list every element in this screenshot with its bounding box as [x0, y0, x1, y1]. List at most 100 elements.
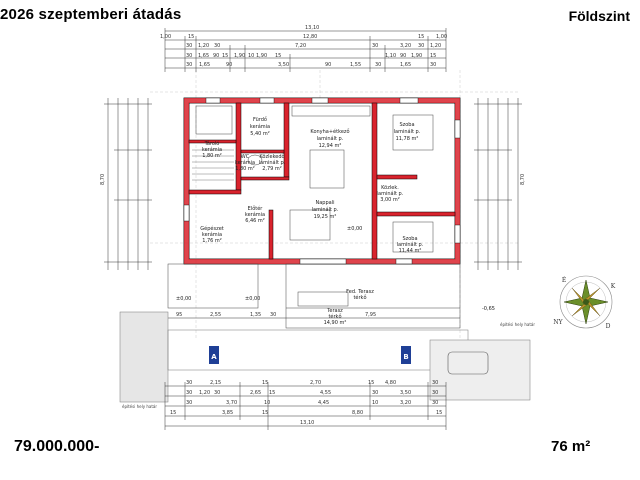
svg-text:30: 30 [186, 400, 192, 406]
svg-text:90: 90 [226, 62, 232, 68]
svg-text:kerámia: kerámia [245, 211, 265, 218]
svg-text:4,45: 4,45 [318, 400, 329, 406]
room-szoba-1: Szoba laminált p. 11,78 m² [394, 122, 421, 142]
svg-text:1,10: 1,10 [385, 53, 396, 59]
svg-text:WC: WC [241, 154, 250, 160]
svg-text:15: 15 [269, 390, 275, 396]
svg-text:Fed. Terasz: Fed. Terasz [346, 289, 374, 295]
compass-north: É [562, 276, 566, 284]
svg-text:laminált p.: laminált p. [377, 190, 404, 197]
svg-text:90: 90 [325, 62, 331, 68]
room-szoba-2: Szoba laminált p. 11,44 m² [397, 236, 424, 254]
svg-text:1,20: 1,20 [199, 390, 210, 396]
dim-top-total: 13,10 [305, 25, 319, 31]
svg-text:térkő: térkő [353, 294, 366, 301]
section-marker-b: B [401, 346, 411, 364]
plot-limit-label-2: építési hely határ [122, 404, 157, 409]
svg-text:7,20: 7,20 [295, 43, 306, 49]
svg-text:3,70: 3,70 [226, 400, 237, 406]
svg-text:30: 30 [186, 43, 192, 49]
svg-text:12,94 m²: 12,94 m² [319, 143, 342, 149]
svg-text:Fürdő: Fürdő [253, 117, 267, 123]
dim-bottom-total: 13,10 [300, 420, 314, 426]
svg-text:15: 15 [430, 53, 436, 59]
svg-text:kerámia: kerámia [202, 146, 222, 153]
room-kozlek: Közlek. laminált p. 3,00 m² [377, 185, 404, 203]
svg-text:7,95: 7,95 [365, 312, 376, 318]
svg-text:1,35: 1,35 [250, 312, 261, 318]
bottom-dimension-lines [165, 385, 446, 427]
svg-text:1,55: 1,55 [350, 62, 361, 68]
svg-text:1,90: 1,90 [411, 53, 422, 59]
svg-text:2,70: 2,70 [310, 380, 321, 386]
svg-text:19,25 m²: 19,25 m² [314, 214, 337, 220]
svg-text:14,90 m²: 14,90 m² [324, 320, 347, 326]
svg-text:1,65: 1,65 [198, 53, 209, 59]
svg-text:30: 30 [375, 62, 381, 68]
svg-text:30: 30 [372, 43, 378, 49]
dim-left-total: 8,70 [100, 174, 106, 185]
svg-text:Tároló: Tároló [204, 140, 220, 147]
svg-text:30: 30 [270, 312, 276, 318]
windows [183, 97, 461, 265]
svg-text:30: 30 [186, 380, 192, 386]
top-ticks [164, 28, 447, 72]
side-dimension-lines [107, 98, 519, 270]
plot-boundaries [119, 311, 531, 403]
svg-text:2,65: 2,65 [250, 390, 261, 396]
svg-text:15: 15 [436, 410, 442, 416]
svg-text:1,20: 1,20 [430, 43, 441, 49]
dim-bottom-row1: 30 2,15 15 2,70 15 4,80 30 [186, 380, 438, 386]
section-marker-a: A [209, 346, 219, 364]
svg-text:3,20: 3,20 [400, 43, 411, 49]
svg-text:Szoba: Szoba [402, 236, 417, 242]
dim-top-row4: 30 1,65 90 3,50 90 1,55 30 1,65 30 [186, 62, 436, 68]
svg-text:kerámia: kerámia [235, 159, 255, 166]
plot-limit-label: építési hely határ [500, 322, 535, 327]
svg-text:A: A [211, 353, 217, 361]
level-mark-entrance: ±0,00 [176, 296, 191, 302]
svg-text:B: B [403, 353, 408, 361]
room-fed-terasz: Fed. Terasz térkő [346, 289, 374, 301]
svg-text:Konyha+étkező: Konyha+étkező [310, 128, 349, 135]
svg-text:90: 90 [213, 53, 219, 59]
top-dimension-lines [165, 30, 446, 69]
svg-text:30: 30 [214, 43, 220, 49]
room-nappali: Nappali laminált p. 19,25 m² [312, 200, 339, 220]
dim-top-row1: 1,00 15 12,80 15 1,00 [160, 34, 447, 40]
svg-text:10: 10 [264, 400, 270, 406]
svg-text:11,78 m²: 11,78 m² [396, 136, 419, 142]
room-wc: WC kerámia 1,80 m² [235, 154, 255, 172]
svg-text:3,50: 3,50 [278, 62, 289, 68]
svg-text:2,15: 2,15 [210, 380, 221, 386]
svg-text:8,80: 8,80 [352, 410, 363, 416]
room-gepeszet: Gépészet kerámia 1,76 m² [200, 225, 224, 244]
dim-bottom-row2: 30 1,20 30 2,65 15 4,55 30 3,50 30 [186, 390, 438, 396]
svg-text:Előtér: Előtér [248, 205, 264, 212]
svg-text:2,79 m²: 2,79 m² [262, 166, 282, 172]
room-labels: Fürdő kerámia 5,40 m² Tároló kerámia 1,8… [200, 117, 423, 326]
svg-text:1,90: 1,90 [256, 53, 267, 59]
room-furdo: Fürdő kerámia 5,40 m² [250, 117, 270, 137]
svg-text:laminált p.: laminált p. [397, 241, 424, 248]
svg-text:Gépészet: Gépészet [200, 225, 224, 232]
svg-text:30: 30 [432, 380, 438, 386]
svg-text:30: 30 [430, 62, 436, 68]
room-tarolo: Tároló kerámia 1,80 m² [202, 140, 222, 159]
svg-text:10: 10 [248, 53, 254, 59]
dim-right-total: 8,70 [520, 174, 526, 185]
svg-text:1,00: 1,00 [160, 34, 171, 40]
floor-level-label: Földszint [568, 8, 630, 24]
svg-text:15: 15 [418, 34, 424, 40]
svg-text:Terasz: Terasz [326, 308, 343, 314]
svg-text:1,65: 1,65 [400, 62, 411, 68]
svg-text:Közlek.: Közlek. [381, 185, 399, 191]
svg-text:11,44 m²: 11,44 m² [399, 248, 422, 254]
level-mark-outer: -0,65 [482, 306, 495, 312]
svg-text:15: 15 [188, 34, 194, 40]
svg-text:1,90: 1,90 [234, 53, 245, 59]
terrace-outline [167, 263, 461, 329]
svg-text:15: 15 [222, 53, 228, 59]
compass-rose: É D K NY [553, 275, 616, 330]
